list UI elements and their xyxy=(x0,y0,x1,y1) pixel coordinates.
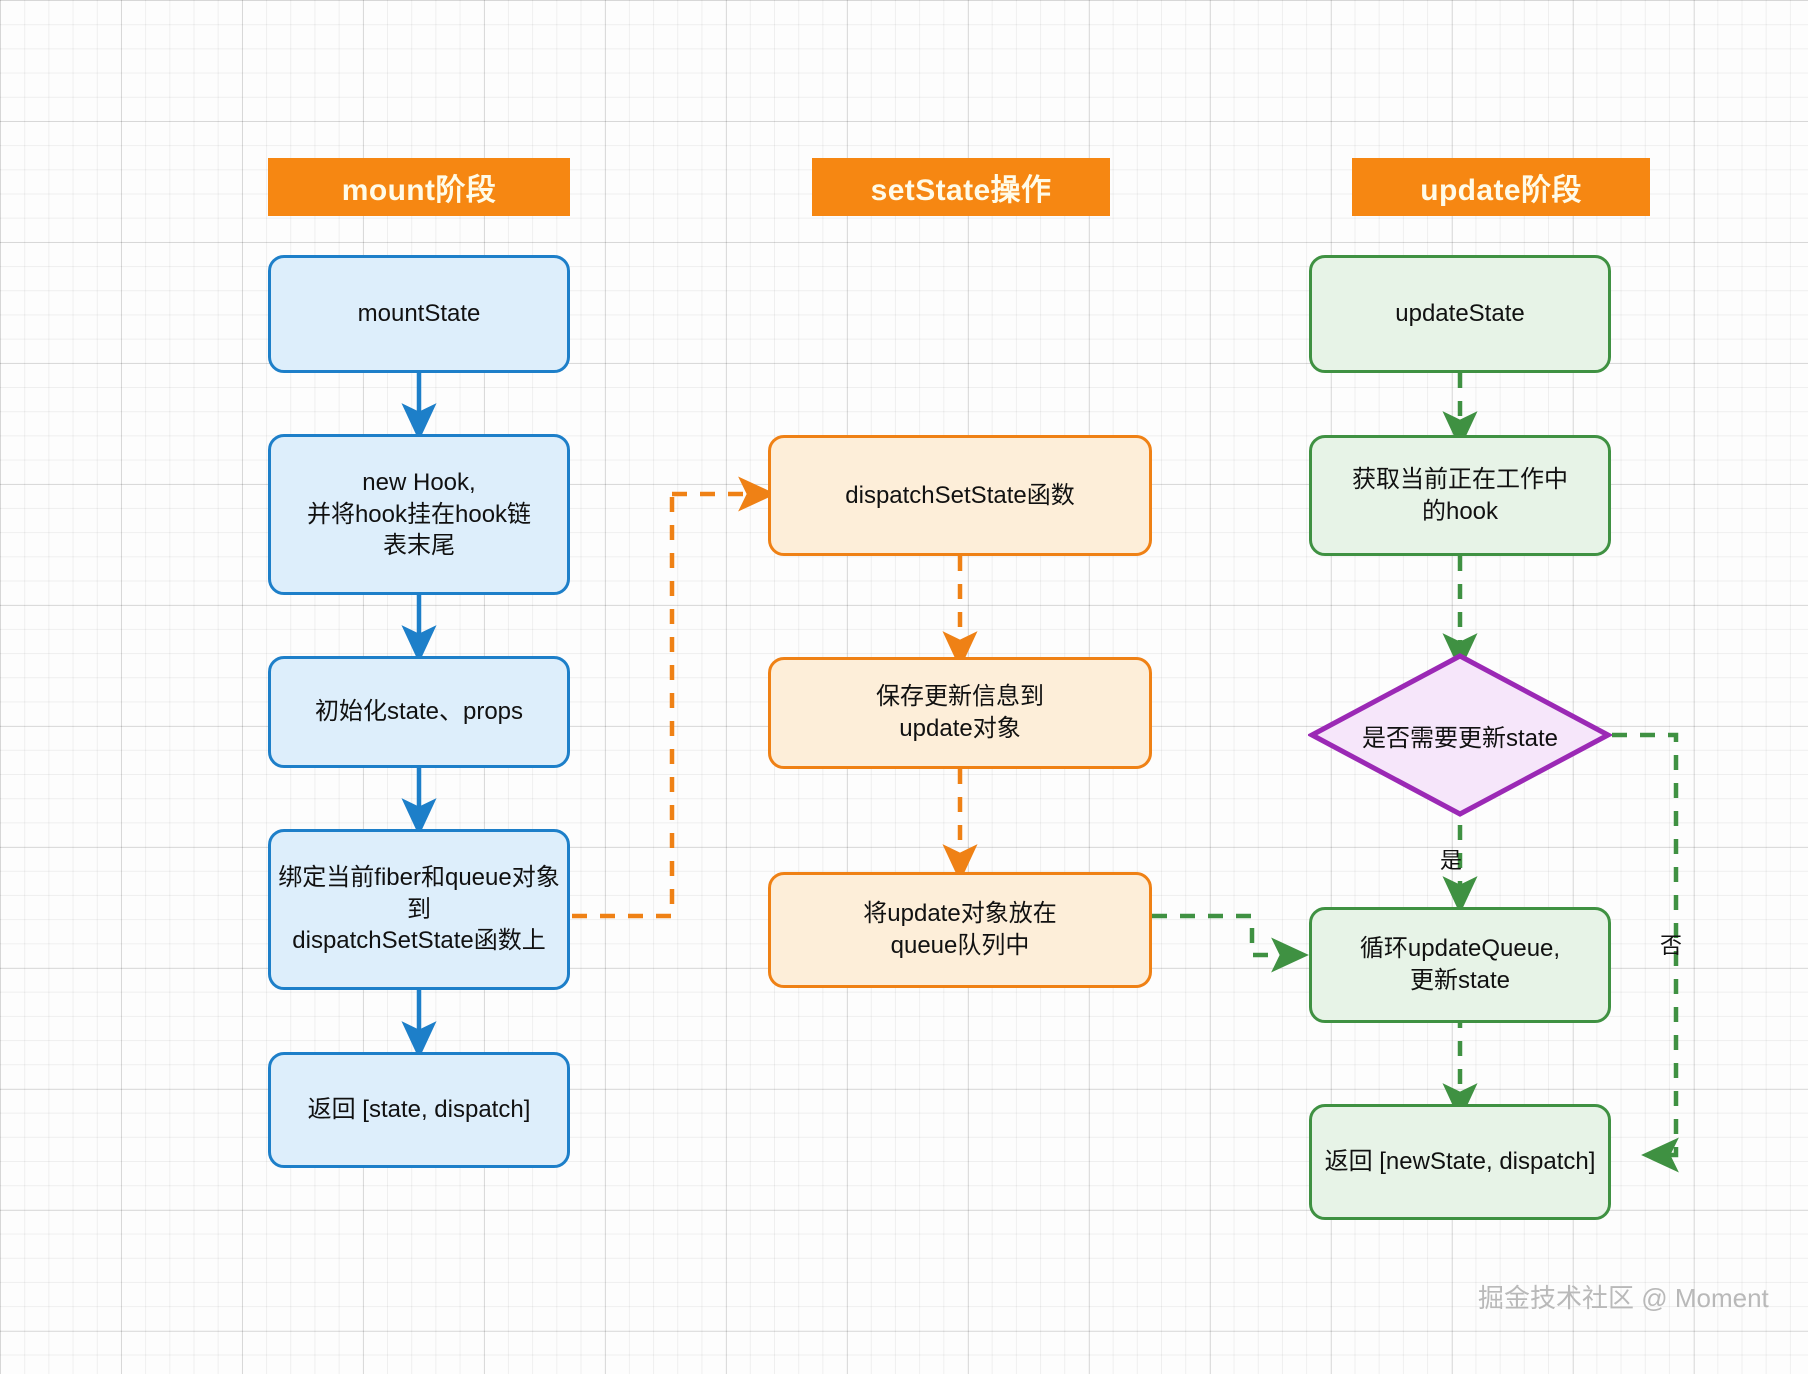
node-put-update-in-queue[interactable]: 将update对象放在 queue队列中 xyxy=(768,872,1152,988)
edge-label-no: 否 xyxy=(1660,928,1682,960)
node-mount-state[interactable]: mountState xyxy=(268,255,570,373)
node-bind-fiber-queue[interactable]: 绑定当前fiber和queue对象 到 dispatchSetState函数上 xyxy=(268,829,570,990)
edge-label-yes-text: 是 xyxy=(1440,848,1463,873)
node-loop-update-queue[interactable]: 循环updateQueue, 更新state xyxy=(1309,907,1611,1023)
node-get-current-hook[interactable]: 获取当前正在工作中 的hook xyxy=(1309,435,1611,556)
node-bind-fiber-queue-label: 绑定当前fiber和queue对象 到 dispatchSetState函数上 xyxy=(278,863,560,955)
node-save-update-info[interactable]: 保存更新信息到 update对象 xyxy=(768,657,1152,769)
node-save-update-info-label: 保存更新信息到 update对象 xyxy=(876,683,1044,742)
node-new-hook-label: new Hook, 并将hook挂在hook链 表末尾 xyxy=(306,468,532,560)
node-return-newstate-dispatch[interactable]: 返回 [newState, dispatch] xyxy=(1309,1104,1611,1220)
banner-mount-label: mount阶段 xyxy=(341,174,497,207)
node-init-state-props-label: 初始化state、props xyxy=(314,698,524,726)
node-get-current-hook-label: 获取当前正在工作中 的hook xyxy=(1352,465,1568,525)
banner-update: update阶段 xyxy=(1352,158,1650,216)
edge-label-yes: 是 xyxy=(1440,843,1462,875)
node-mount-state-label: mountState xyxy=(357,300,481,328)
node-init-state-props[interactable]: 初始化state、props xyxy=(268,656,570,768)
banner-mount: mount阶段 xyxy=(268,158,570,216)
node-return-state-dispatch[interactable]: 返回 [state, dispatch] xyxy=(268,1052,570,1168)
node-put-update-in-queue-label: 将update对象放在 queue队列中 xyxy=(863,900,1057,959)
node-dispatch-setstate[interactable]: dispatchSetState函数 xyxy=(768,435,1152,556)
node-new-hook[interactable]: new Hook, 并将hook挂在hook链 表末尾 xyxy=(268,434,570,595)
node-update-state-label: updateState xyxy=(1395,300,1525,328)
node-return-state-dispatch-label: 返回 [state, dispatch] xyxy=(307,1096,531,1124)
node-loop-update-queue-label: 循环updateQueue, 更新state xyxy=(1359,935,1561,994)
node-return-newstate-dispatch-label: 返回 [newState, dispatch] xyxy=(1324,1148,1596,1176)
banner-setstate: setState操作 xyxy=(812,158,1110,216)
edge-label-no-text: 否 xyxy=(1660,933,1683,958)
decision-shape xyxy=(1308,653,1612,817)
banner-setstate-label: setState操作 xyxy=(870,174,1052,207)
node-dispatch-setstate-label: dispatchSetState函数 xyxy=(845,481,1075,509)
watermark: 掘金技术社区 @ Moment xyxy=(1478,1278,1769,1315)
node-decision-need-update-label: 是否需要更新state xyxy=(1361,724,1559,752)
watermark-text: 掘金技术社区 @ Moment xyxy=(1478,1283,1769,1313)
node-update-state[interactable]: updateState xyxy=(1309,255,1611,373)
banner-update-label: update阶段 xyxy=(1420,174,1582,207)
node-decision-need-update[interactable]: 是否需要更新state xyxy=(1308,652,1612,818)
